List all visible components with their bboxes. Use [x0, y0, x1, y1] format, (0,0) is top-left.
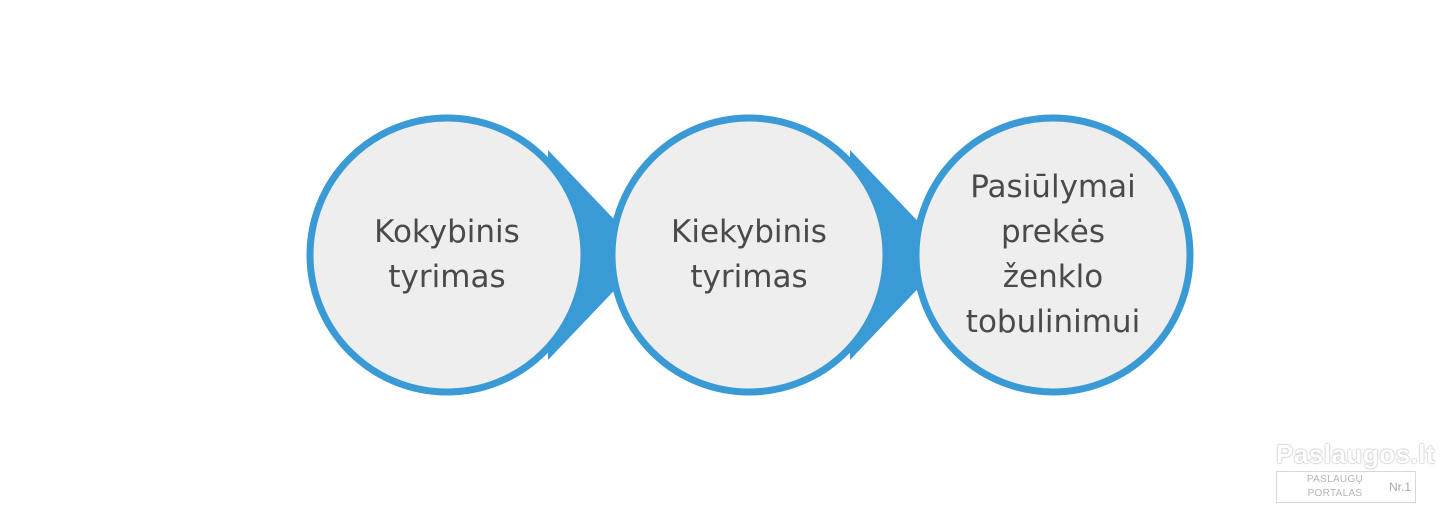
step-label-qualitative: Kokybinis tyrimas [337, 165, 557, 345]
step-circle-quantitative [608, 114, 890, 396]
watermark-tagline: PASLAUGŲ PORTALAS [1306, 474, 1364, 499]
step-label-line: prekės [1001, 214, 1105, 250]
step-label-line: Kiekybinis [671, 214, 827, 250]
step-label-quantitative: Kiekybinis tyrimas [639, 165, 859, 345]
watermark-logo: Paslaugos.lt PASLAUGŲ PORTALAS Nr.1 [1276, 439, 1436, 503]
step-label-line: ženklo [1002, 259, 1104, 295]
step-circle-proposals [912, 114, 1194, 396]
step-label-line: Pasiūlymai [970, 169, 1136, 205]
step-label-proposals: Pasiūlymai prekės ženklo tobulinimui [943, 165, 1163, 345]
step-label-line: Kokybinis [374, 214, 520, 250]
step-circle-qualitative [306, 114, 588, 396]
step-label-line: tyrimas [690, 259, 808, 295]
watermark-tagline-row: PASLAUGŲ PORTALAS Nr.1 [1276, 471, 1416, 503]
step-label-line: tobulinimui [965, 304, 1141, 340]
watermark-badge: Nr.1 [1388, 480, 1411, 494]
watermark-brand: Paslaugos.lt [1276, 439, 1436, 469]
step-label-line: tyrimas [388, 259, 506, 295]
